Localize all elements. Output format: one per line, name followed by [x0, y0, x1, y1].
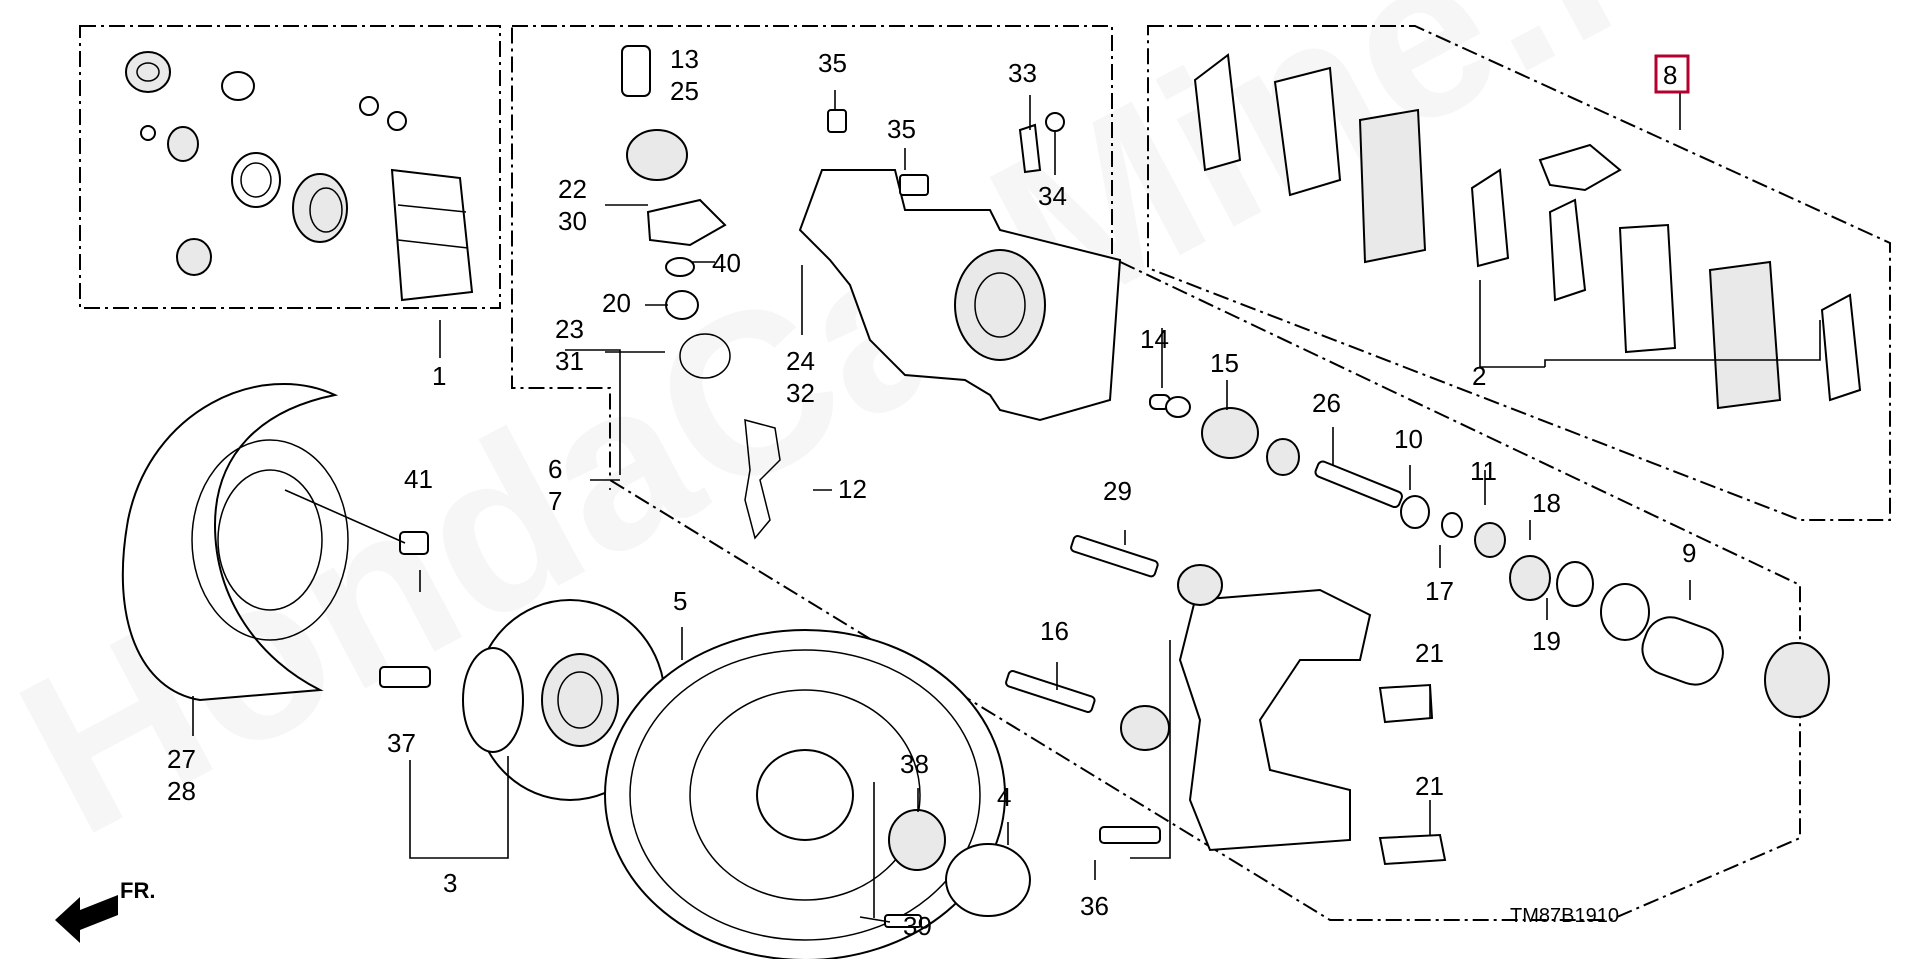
part-label-18[interactable]: 18: [1532, 488, 1561, 518]
seal-kit-box: [79, 25, 501, 309]
part-label-29[interactable]: 29: [1103, 476, 1132, 506]
part-label-6[interactable]: 6: [548, 454, 562, 484]
part-label-17[interactable]: 17: [1425, 576, 1454, 606]
part-label-13[interactable]: 13: [670, 44, 699, 74]
part-label-34[interactable]: 34: [1038, 181, 1067, 211]
part-label-9[interactable]: 9: [1682, 538, 1696, 568]
hub-nut-and-cap: [379, 531, 1161, 928]
part-label-21-upper[interactable]: 21: [1415, 638, 1444, 668]
part-label-5[interactable]: 5: [673, 586, 687, 616]
part-label-30[interactable]: 30: [558, 206, 587, 236]
piston-adjuster-assembly: [1005, 394, 1830, 866]
part-label-33[interactable]: 33: [1008, 58, 1037, 88]
part-label-28[interactable]: 28: [167, 776, 196, 806]
pad-set-box: [1147, 25, 1891, 521]
caliper-box: [511, 25, 1801, 921]
caliper-bracket: [1178, 588, 1372, 852]
part-label-37[interactable]: 37: [387, 728, 416, 758]
brake-pads: [1193, 53, 1862, 410]
part-label-14[interactable]: 14: [1140, 324, 1169, 354]
part-label-32[interactable]: 32: [786, 378, 815, 408]
part-label-25[interactable]: 25: [670, 76, 699, 106]
part-label-7[interactable]: 7: [548, 486, 562, 516]
dust-shield: [121, 382, 349, 702]
small-caliper-parts: [621, 45, 1065, 540]
part-label-38[interactable]: 38: [900, 749, 929, 779]
part-label-1[interactable]: 1: [432, 361, 446, 391]
part-label-26[interactable]: 26: [1312, 388, 1341, 418]
diagram-code: TM87B1910: [1510, 905, 1619, 927]
part-label-15[interactable]: 15: [1210, 348, 1239, 378]
part-label-24[interactable]: 24: [786, 346, 815, 376]
part-label-4[interactable]: 4: [997, 782, 1011, 812]
part-label-8[interactable]: 8: [1663, 60, 1677, 90]
front-direction-arrow: [55, 895, 118, 943]
part-label-35-left[interactable]: 35: [818, 48, 847, 78]
part-label-27[interactable]: 27: [167, 744, 196, 774]
part-label-10[interactable]: 10: [1394, 424, 1423, 454]
part-label-20[interactable]: 20: [602, 288, 631, 318]
part-label-19[interactable]: 19: [1532, 626, 1561, 656]
part-label-12[interactable]: 12: [838, 474, 867, 504]
seal-kit-parts: [125, 51, 474, 302]
part-label-36[interactable]: 36: [1080, 891, 1109, 921]
part-label-21-lower[interactable]: 21: [1415, 771, 1444, 801]
caliper-body: [798, 169, 1122, 422]
part-label-41[interactable]: 41: [404, 464, 433, 494]
part-label-31[interactable]: 31: [555, 346, 584, 376]
part-label-39[interactable]: 39: [903, 911, 932, 941]
brake-disc: [604, 629, 1006, 959]
part-label-11[interactable]: 11: [1470, 456, 1497, 486]
front-direction-label: FR.: [120, 878, 155, 903]
part-label-2[interactable]: 2: [1472, 361, 1486, 391]
part-label-22[interactable]: 22: [558, 174, 587, 204]
part-label-35-right[interactable]: 35: [887, 114, 916, 144]
part-label-16[interactable]: 16: [1040, 616, 1069, 646]
part-label-3[interactable]: 3: [443, 868, 457, 898]
part-8-highlight-box[interactable]: [1654, 54, 1690, 94]
part-label-23[interactable]: 23: [555, 314, 584, 344]
part-label-40[interactable]: 40: [712, 248, 741, 278]
